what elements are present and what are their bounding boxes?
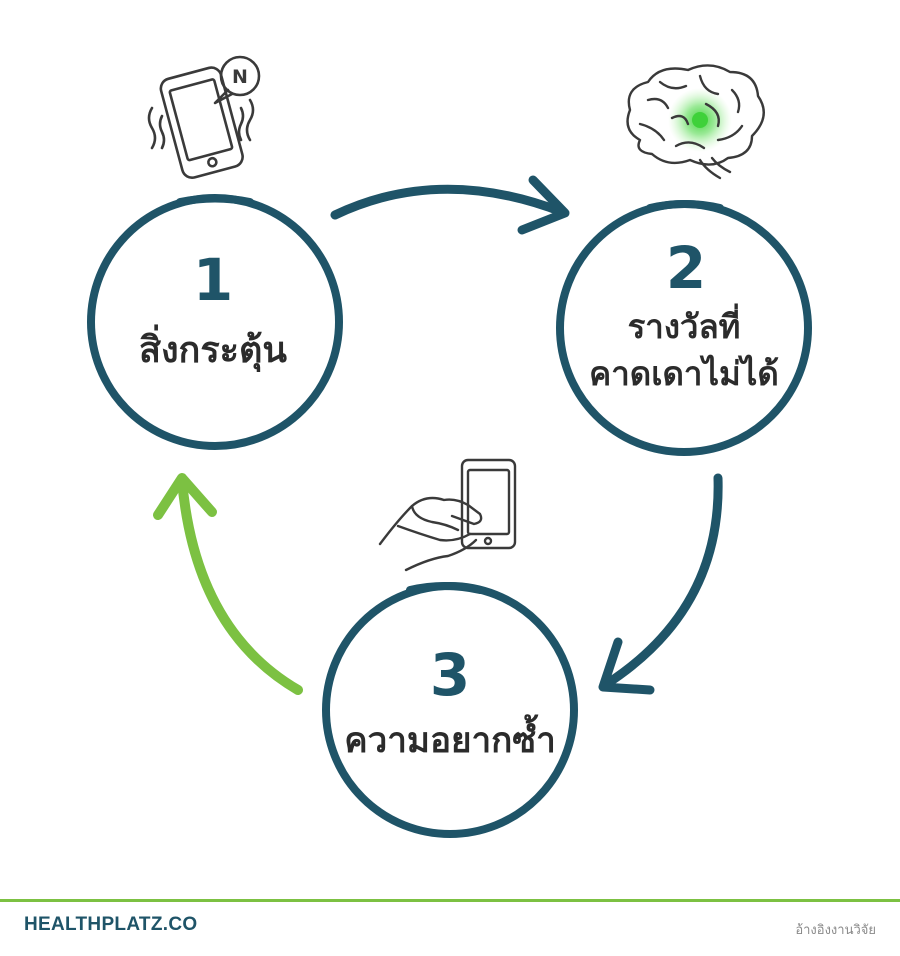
arrow-2-to-3 [598,473,723,695]
step-3-label: ความอยากซ้ำ [344,714,556,761]
step-1-number: 1 [193,246,233,314]
step-1-circle [87,194,343,450]
step-1-label: สิ่งกระตุ้น [139,324,287,373]
brain-glow-core [692,112,708,128]
habit-loop-diagram: 1 สิ่งกระตุ้น 2 รางวัลที่ คาดเดาไม่ได้ 3… [87,55,812,838]
step-1-circle-overlap [176,194,254,206]
hand-tap-phone-icon [378,458,517,572]
step-3-circle-overlap [406,582,484,594]
arrow-3-to-1 [153,473,303,695]
notification-badge-letter: N [232,66,248,88]
step-2-label-line-1: รางวัลที่ [628,303,741,346]
phone-notification-icon: N [147,55,261,179]
step-2-number: 2 [666,234,706,302]
step-2-node: 2 รางวัลที่ คาดเดาไม่ได้ [556,200,812,456]
reference-link[interactable]: อ้างอิงงานวิจัย [795,923,876,938]
step-3-circle [322,582,578,838]
step-3-number: 3 [430,641,470,709]
step-2-label-line-2: คาดเดาไม่ได้ [589,354,779,393]
brain-icon [626,64,765,180]
step-3-node: 3 ความอยากซ้ำ [322,582,578,838]
step-1-node: 1 สิ่งกระตุ้น [87,194,343,450]
arrow-1-to-2 [330,175,570,235]
step-2-circle-overlap [646,200,724,212]
footer-divider [0,899,900,902]
brand-logo-text: HEALTHPLATZ.CO [24,914,198,935]
